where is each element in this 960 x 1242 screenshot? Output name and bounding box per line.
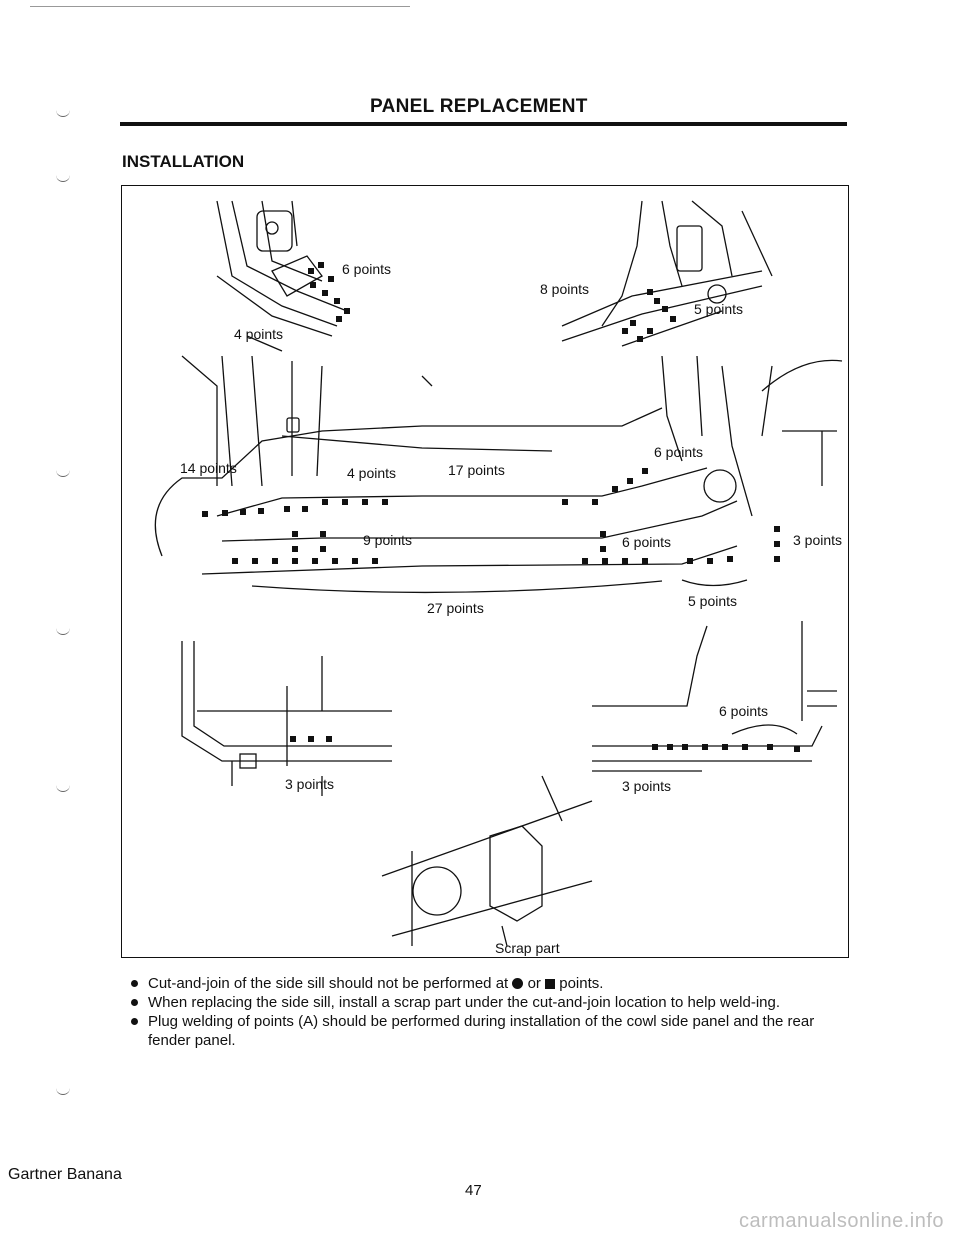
header-rule [120,122,847,126]
label-27-points: 27 points [427,600,484,616]
label-5-points: 5 points [694,301,744,317]
page-title: PANEL REPLACEMENT [370,96,588,117]
label-3-points-detail-right: 3 points [622,778,672,794]
note-item: Cut-and-join of the side sill should not… [128,974,853,993]
installation-notes: Cut-and-join of the side sill should not… [128,974,853,1050]
label-6-points-upper: 6 points [654,444,704,460]
label-3-points-right: 3 points [793,532,843,548]
label-3-points-detail-left: 3 points [285,776,335,792]
margin-mark [56,175,70,182]
page-number: 47 [465,1182,482,1199]
label-8-points: 8 points [540,281,590,297]
margin-mark [56,470,70,477]
label-14-points: 14 points [180,460,237,476]
label-5-points-mid: 5 points [688,593,738,609]
label-9-points: 9 points [363,532,413,548]
scan-top-rule [30,6,410,7]
margin-mark [56,628,70,635]
watermark: carmanualsonline.info [738,1210,944,1232]
square-point-icon [545,979,556,989]
label-4-points: 4 points [234,326,284,342]
label-4-points-mid: 4 points [347,465,397,481]
section-title: INSTALLATION [122,152,245,171]
note-item: Plug welding of points (A) should be per… [128,1012,853,1050]
diagram-drawing [154,200,843,947]
label-6-points-detail-right: 6 points [719,703,769,719]
label-6-points: 6 points [342,261,392,277]
label-6-points-lower: 6 points [622,534,672,550]
round-point-icon [512,978,524,989]
footer-credit: Gartner Banana [8,1166,122,1183]
installation-diagram: 6 points 4 points 8 points 5 points 14 p… [121,185,849,958]
margin-mark [56,1088,70,1095]
label-17-points: 17 points [448,462,505,478]
margin-mark [56,110,70,117]
label-scrap-part: Scrap part [495,940,560,956]
margin-mark [56,785,70,792]
note-item: When replacing the side sill, install a … [128,993,853,1012]
